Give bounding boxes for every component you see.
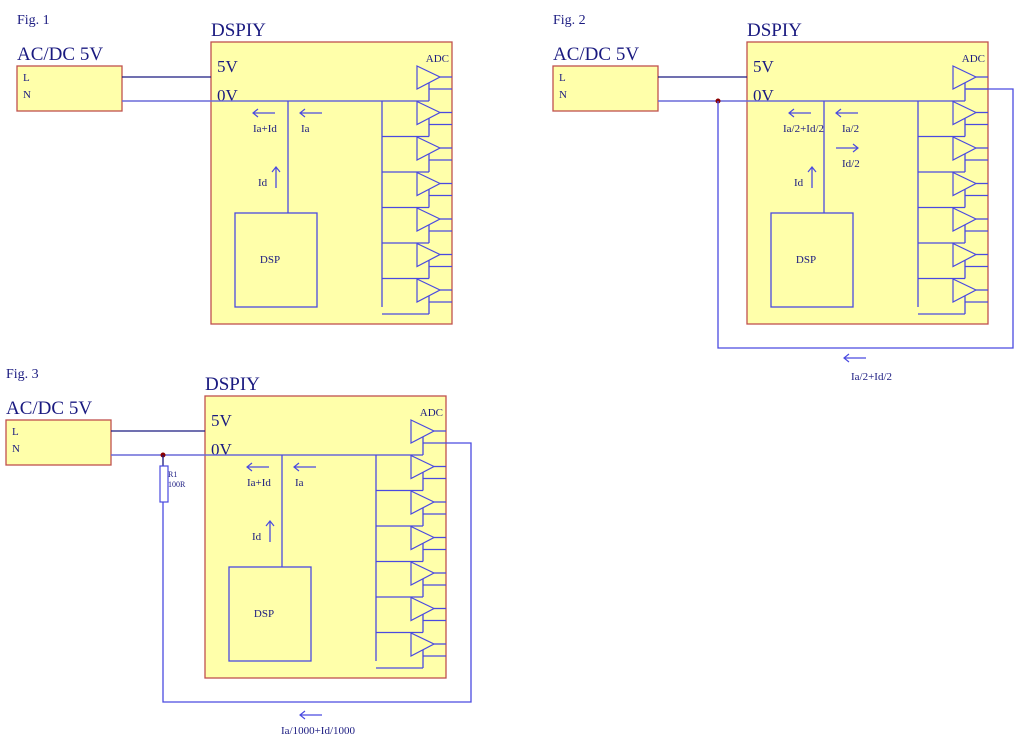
power-supply-box (552, 65, 659, 112)
current-arrow-dsp-head (265, 520, 275, 527)
loop-current-label: Ia/1000+Id/1000 (281, 725, 356, 737)
power-supply-box (5, 419, 112, 466)
loop-current-arrow-head (843, 353, 850, 363)
return-arrow-inner-head (852, 143, 859, 153)
rail-0v-label: 0V (217, 86, 239, 105)
left-current-label: Ia+Id (253, 123, 277, 135)
pin-n-label: N (23, 89, 31, 101)
dsp-box (770, 212, 854, 308)
power-supply-box (16, 65, 123, 112)
chip-box (204, 395, 447, 679)
adc-label: ADC (420, 407, 443, 419)
resistor-value-label: 100R (168, 480, 186, 489)
chip-box (746, 41, 989, 325)
left-current-label: Ia/2+Id/2 (783, 123, 824, 135)
figure-2: Fig. 2AC/DC 5VLNDSPIY5V0VDSPADCIdIa/2+Id… (552, 13, 1014, 383)
return-current-label: Id/2 (842, 158, 860, 170)
current-arrow-left-head (788, 108, 795, 118)
current-arrow-dsp-head (271, 166, 281, 173)
current-arrow-dsp-head (807, 166, 817, 173)
chip-title: DSPIY (205, 374, 260, 395)
right-current-label: Ia/2 (842, 123, 859, 135)
pin-l-label: L (559, 72, 566, 84)
dsp-label: DSP (260, 254, 280, 266)
rail-5v-label: 5V (217, 57, 239, 76)
right-current-label: Ia (301, 123, 310, 135)
current-arrow-left-head (252, 108, 259, 118)
figure-label: Fig. 3 (6, 367, 39, 382)
supply-title: AC/DC 5V (553, 44, 639, 65)
resistor-name-label: R1 (168, 470, 177, 479)
current-arrow-right-head (835, 108, 842, 118)
resistor-r1 (159, 465, 169, 503)
left-current-label: Ia+Id (247, 477, 271, 489)
rail-0v-label: 0V (753, 86, 775, 105)
adc-label: ADC (962, 53, 985, 65)
figure-label: Fig. 1 (17, 13, 50, 28)
chip-box (210, 41, 453, 325)
figure-1: Fig. 1 AC/DC 5V LN DSPIY 5V 0V DSP ADC Id Ia+Id Ia (16, 13, 453, 325)
chip-title: DSPIY (747, 20, 802, 41)
adc-label: ADC (426, 53, 449, 65)
rail-5v-label: 5V (753, 57, 775, 76)
right-current-label: Ia (295, 477, 304, 489)
dsp-box (234, 212, 318, 308)
chip-title: DSPIY (211, 20, 266, 41)
pin-n-label: N (559, 89, 567, 101)
dsp-current-label: Id (258, 177, 268, 189)
dsp-label: DSP (796, 254, 816, 266)
figure-label: Fig. 2 (553, 13, 586, 28)
dsp-box (228, 566, 312, 662)
pin-l-label: L (23, 72, 30, 84)
pin-n-label: N (12, 443, 20, 455)
loop-current-label: Ia/2+Id/2 (851, 371, 892, 383)
pin-l-label: L (12, 426, 19, 438)
current-arrow-right-head (299, 108, 306, 118)
loop-current-arrow-head (299, 710, 306, 720)
dsp-current-label: Id (252, 531, 262, 543)
current-arrow-right-head (293, 462, 300, 472)
return-loop-wire (717, 88, 1014, 349)
current-arrow-left-head (246, 462, 253, 472)
dsp-current-label: Id (794, 177, 804, 189)
return-loop-wire (162, 442, 472, 703)
supply-title: AC/DC 5V (6, 398, 92, 419)
rail-5v-label: 5V (211, 411, 233, 430)
supply-title: AC/DC 5V (17, 44, 103, 65)
rail-0v-label: 0V (211, 440, 233, 459)
dsp-label: DSP (254, 608, 274, 620)
